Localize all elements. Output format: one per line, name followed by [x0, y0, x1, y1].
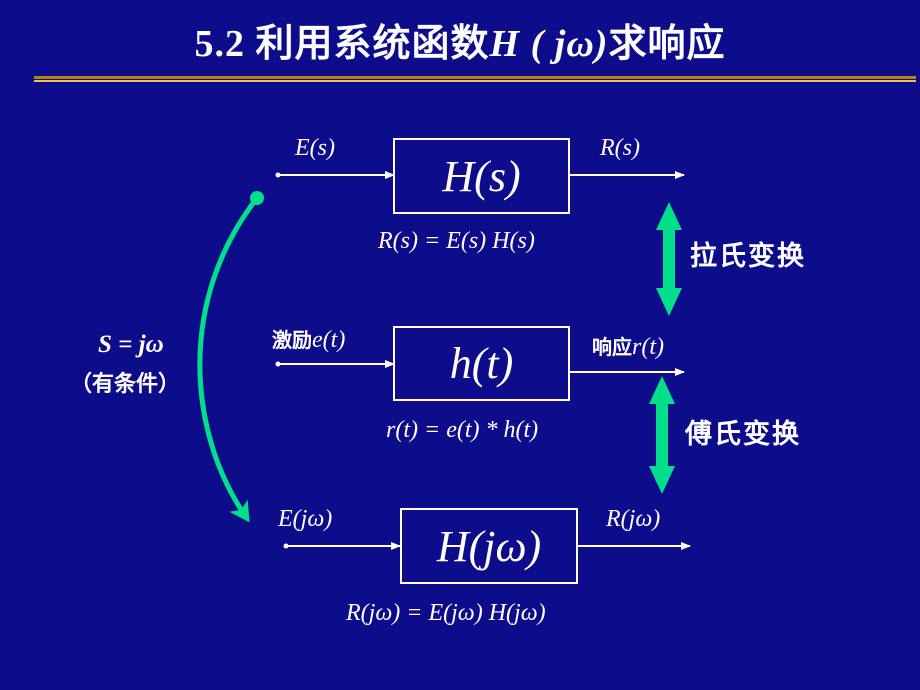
- row2-input-label-group: 激励e(t): [272, 324, 345, 354]
- row2-input-arrow: [275, 360, 395, 368]
- block-hs: H(s): [393, 138, 570, 214]
- row1-input-label: E(s): [295, 135, 335, 161]
- title-symbol: H ( jω): [489, 23, 609, 65]
- block-hjw: H(jω): [400, 508, 578, 584]
- title-rule-dark: [34, 76, 916, 79]
- block-hs-label: H(s): [442, 151, 521, 201]
- row3-input-arrow: [283, 542, 401, 550]
- row2-output-prefix: 响应: [592, 335, 632, 359]
- fourier-double-arrow: [649, 376, 675, 494]
- row3-equation: R(jω) = E(jω) H(jω): [346, 600, 546, 626]
- laplace-transform-label: 拉氏变换: [690, 241, 806, 272]
- row3-input-label: E(jω): [278, 506, 333, 532]
- substitution-condition: （有条件）: [70, 372, 181, 397]
- row2-output-label-group: 响应r(t): [592, 331, 664, 361]
- fourier-transform-label: 傅氏变换: [685, 419, 801, 450]
- block-ht-label: h(t): [449, 339, 514, 388]
- row2-input-label: e(t): [312, 327, 346, 353]
- substitution-curve-arrow: [197, 191, 264, 523]
- row2-input-prefix: 激励: [272, 328, 312, 352]
- block-ht: h(t): [393, 326, 570, 401]
- row1-output-label: R(s): [600, 135, 640, 161]
- page-title: 5.2 利用系统函数H ( jω)求响应: [0, 12, 920, 67]
- row3-output-label: R(jω): [606, 506, 661, 532]
- title-suffix: 求响应: [608, 23, 726, 65]
- title-prefix: 5.2 利用系统函数: [194, 23, 490, 65]
- row2-output-label: r(t): [632, 334, 664, 360]
- row1-equation: R(s) = E(s) H(s): [378, 228, 535, 254]
- substitution-formula: S = jω: [98, 331, 164, 358]
- row1-input-arrow: [275, 171, 395, 179]
- block-hjw-label: H(jω): [436, 521, 542, 571]
- row2-equation: r(t) = e(t) * h(t): [386, 417, 539, 443]
- laplace-double-arrow: [656, 202, 682, 316]
- title-rule-light: [34, 80, 916, 82]
